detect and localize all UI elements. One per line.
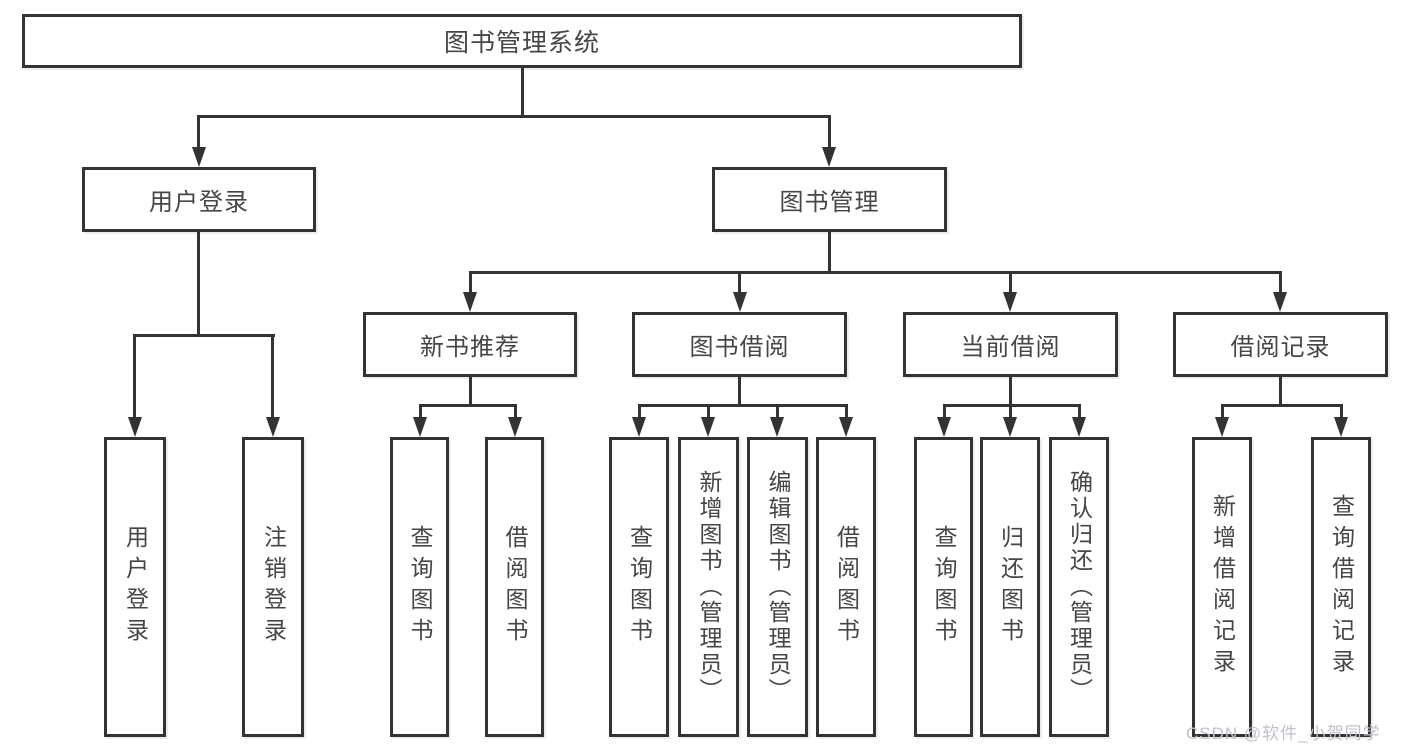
connector-line [845,404,848,419]
connector-line [943,404,946,419]
node-leaf-query-book-borrow-label: 查询图书 [626,525,653,649]
node-root: 图书管理系统 [22,14,1022,68]
arrowhead-down-icon [1003,417,1017,437]
connector-line [1009,404,1012,419]
arrowhead-down-icon [839,417,853,437]
node-book-management-label: 图书管理 [779,189,880,216]
node-leaf-borrow-book-recommend-label: 借阅图书 [502,525,528,649]
arrowhead-down-icon [770,417,784,437]
arrowhead-down-icon [632,417,646,437]
connector-line [1221,404,1342,407]
connector-line [469,377,472,407]
node-leaf-edit-book-admin: 编辑图书（管理员） [747,437,808,737]
node-new-book-recommend: 新书推荐 [363,312,577,377]
connector-line [738,377,741,407]
arrowhead-down-icon [733,292,747,312]
node-leaf-borrow-book: 借阅图书 [816,437,876,737]
node-leaf-query-book-current-label: 查询图书 [931,525,957,649]
node-leaf-query-borrow-record-label: 查询借阅记录 [1328,494,1355,680]
connector-line [1078,404,1081,419]
connector-line [469,271,1281,274]
arrowhead-down-icon [937,417,951,437]
arrowhead-down-icon [1072,417,1086,437]
connector-line [469,271,472,296]
connector-line [133,334,136,419]
node-new-book-recommend-label: 新书推荐 [420,334,520,361]
arrowhead-down-icon [266,417,280,437]
node-leaf-add-book-admin-label: 新增图书（管理员） [696,470,722,704]
node-leaf-confirm-return-admin-label: 确认归还（管理员） [1066,470,1093,704]
node-leaf-borrow-book-recommend: 借阅图书 [485,437,544,737]
connector-line [738,271,741,296]
connector-line [514,404,517,419]
node-leaf-query-book-borrow: 查询图书 [609,437,669,737]
connector-line [197,115,831,118]
node-leaf-user-login: 用户登录 [104,437,166,737]
arrowhead-down-icon [413,417,427,437]
connector-line [419,404,422,419]
arrowhead-down-icon [192,147,206,167]
node-leaf-query-book-recommend-label: 查询图书 [407,525,433,649]
node-leaf-user-login-label: 用户登录 [122,525,149,649]
node-current-borrow: 当前借阅 [903,312,1118,377]
connector-line [271,334,274,419]
arrowhead-down-icon [1273,292,1287,312]
csdn-watermark: CSDN @软件_小贺同学 [1186,724,1381,743]
connector-line [828,232,831,274]
connector-line [1340,404,1343,419]
node-borrow-records: 借阅记录 [1173,312,1388,377]
connector-line [197,232,200,337]
node-root-label: 图书管理系统 [443,29,600,57]
connector-line [776,404,779,419]
node-current-borrow-label: 当前借阅 [960,334,1061,361]
node-user-login-label: 用户登录 [149,189,249,216]
arrowhead-down-icon [1215,417,1229,437]
node-leaf-logout-label: 注销登录 [260,525,287,649]
arrowhead-down-icon [701,417,715,437]
connector-line [638,404,641,419]
connector-line [419,404,517,407]
node-book-borrow: 图书借阅 [632,312,847,377]
node-leaf-query-book-current: 查询图书 [914,437,973,737]
connector-line [1279,271,1282,296]
node-leaf-add-borrow-record: 新增借阅记录 [1192,437,1252,737]
node-leaf-borrow-book-label: 借阅图书 [833,525,860,649]
connector-line [521,68,524,118]
connector-line [1009,271,1012,296]
connector-line [638,404,847,407]
arrowhead-down-icon [822,147,836,167]
node-leaf-confirm-return-admin: 确认归还（管理员） [1049,437,1109,737]
connector-line [1221,404,1224,419]
connector-line [133,334,275,337]
node-leaf-logout: 注销登录 [242,437,304,737]
node-leaf-edit-book-admin-label: 编辑图书（管理员） [765,470,791,704]
node-leaf-add-borrow-record-label: 新增借阅记录 [1209,494,1236,680]
connector-line [707,404,710,419]
node-leaf-query-book-recommend: 查询图书 [390,437,449,737]
node-leaf-return-book-label: 归还图书 [997,525,1024,649]
node-leaf-return-book: 归还图书 [980,437,1040,737]
connector-line [1009,377,1012,407]
node-leaf-query-borrow-record: 查询借阅记录 [1311,437,1371,737]
arrowhead-down-icon [508,417,522,437]
arrowhead-down-icon [1003,292,1017,312]
connector-line [197,115,200,150]
node-user-login: 用户登录 [82,167,316,232]
arrowhead-down-icon [463,292,477,312]
connector-line [1279,377,1282,407]
connector-line [828,115,831,150]
node-borrow-records-label: 借阅记录 [1230,334,1331,361]
node-book-management: 图书管理 [712,167,947,232]
arrowhead-down-icon [1334,417,1348,437]
node-book-borrow-label: 图书借阅 [689,334,790,361]
arrowhead-down-icon [128,417,142,437]
node-leaf-add-book-admin: 新增图书（管理员） [678,437,739,737]
